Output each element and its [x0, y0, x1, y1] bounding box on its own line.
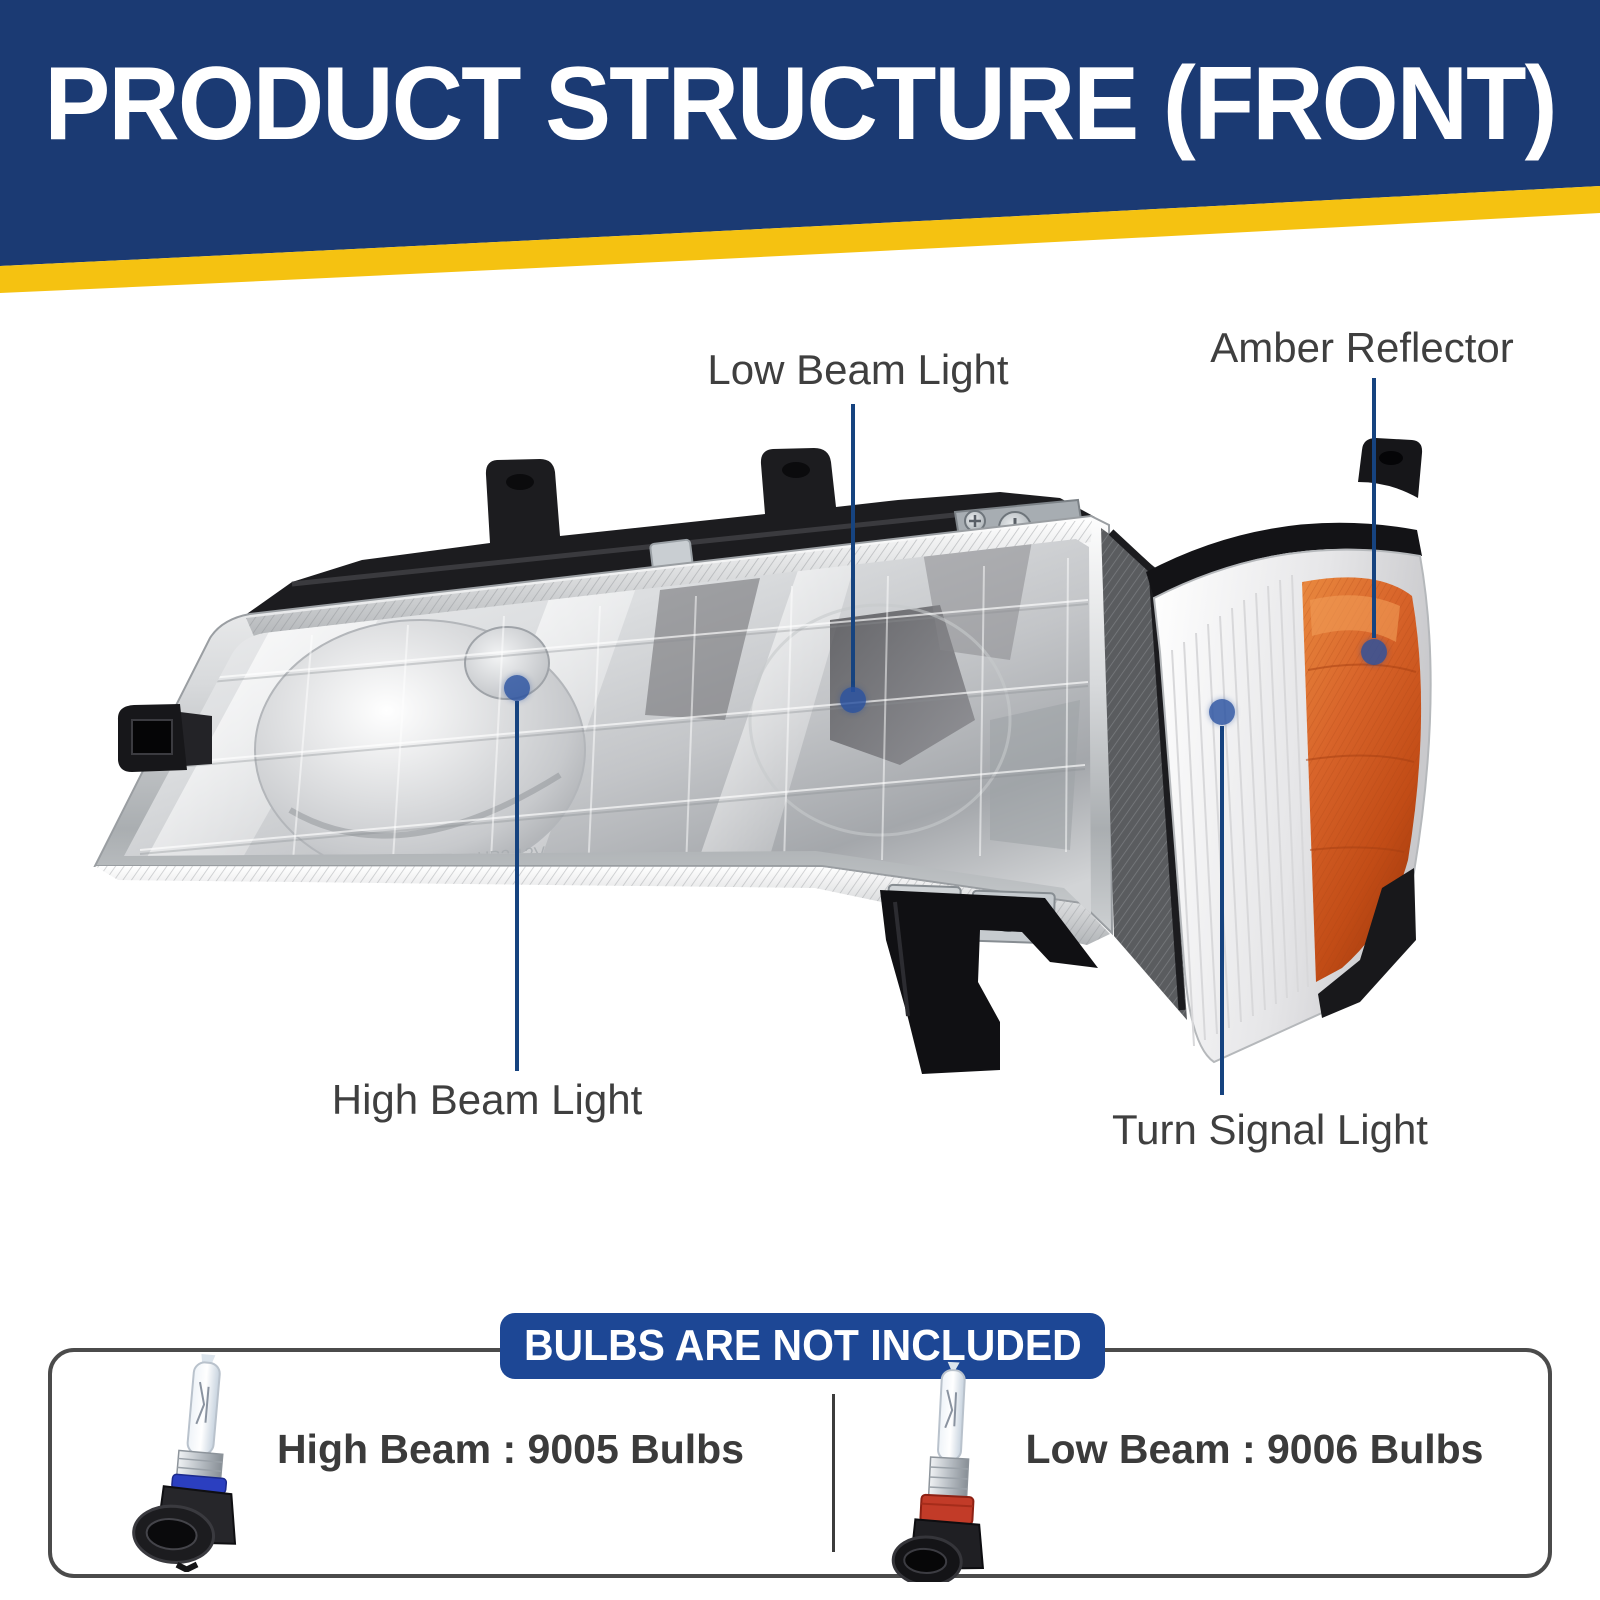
- chrome-bottom-trim: [95, 866, 1110, 945]
- low-beam-bulb-label: Low Beam : 9006 Bulbs: [1025, 1426, 1484, 1472]
- lower-mounting-bracket: [880, 883, 1098, 1074]
- 9006-bulb-icon: [891, 1361, 985, 1582]
- low-beam-reflector-bowl: [748, 603, 1012, 837]
- lens-grid-lines: [139, 599, 1089, 851]
- bulbs-info-box: [48, 1348, 1552, 1578]
- corner-lamp-lower-shadow: [1318, 868, 1416, 1018]
- turn-signal-corner-lamp: [1152, 548, 1432, 1064]
- 9005-bulb-icon: [132, 1354, 237, 1572]
- high-beam-label: High Beam Light: [331, 1076, 643, 1123]
- turn-signal-label: Turn Signal Light: [1112, 1106, 1428, 1153]
- banner-background: [0, 0, 1600, 293]
- high-beam-callout-line: [515, 701, 519, 1071]
- amber-reflector-callout-dot: [1361, 639, 1387, 665]
- turn-signal-callout-line: [1220, 726, 1224, 1095]
- high-beam-bulb-label: High Beam : 9005 Bulbs: [276, 1426, 745, 1472]
- high-beam-callout-dot: [504, 675, 530, 701]
- low-beam-callout-line: [851, 404, 855, 692]
- low-beam-callout-dot: [840, 687, 866, 713]
- low-beam-label: Low Beam Light: [707, 346, 1009, 393]
- mounting-tab-slot: [782, 462, 810, 478]
- banner-yellow-stripe: [0, 186, 1600, 293]
- mounting-tab-slot: [506, 474, 534, 490]
- amber-reflector-callout-line: [1372, 378, 1376, 638]
- bulbs-box-divider: [832, 1394, 835, 1552]
- headlight-assembly-photo: HB3 12V: [93, 438, 1432, 1074]
- amber-reflector-label: Amber Reflector: [1210, 324, 1514, 371]
- bulbs-box-header: BULBS ARE NOT INCLUDED: [500, 1313, 1105, 1379]
- amber-reflector-lens: [1302, 577, 1422, 982]
- corner-lamp-gap: [1101, 528, 1187, 1020]
- banner-blue-shape: [0, 0, 1600, 266]
- page-title: PRODUCT STRUCTURE (FRONT): [44, 45, 1557, 162]
- bulbs-box-header-label: BULBS ARE NOT INCLUDED: [523, 1321, 1082, 1370]
- turn-signal-callout-dot: [1209, 699, 1235, 725]
- chrome-knurled-band: [246, 519, 1092, 641]
- side-mounting-tab: [117, 704, 212, 772]
- turn-signal-lens-ribs: [1171, 574, 1309, 1047]
